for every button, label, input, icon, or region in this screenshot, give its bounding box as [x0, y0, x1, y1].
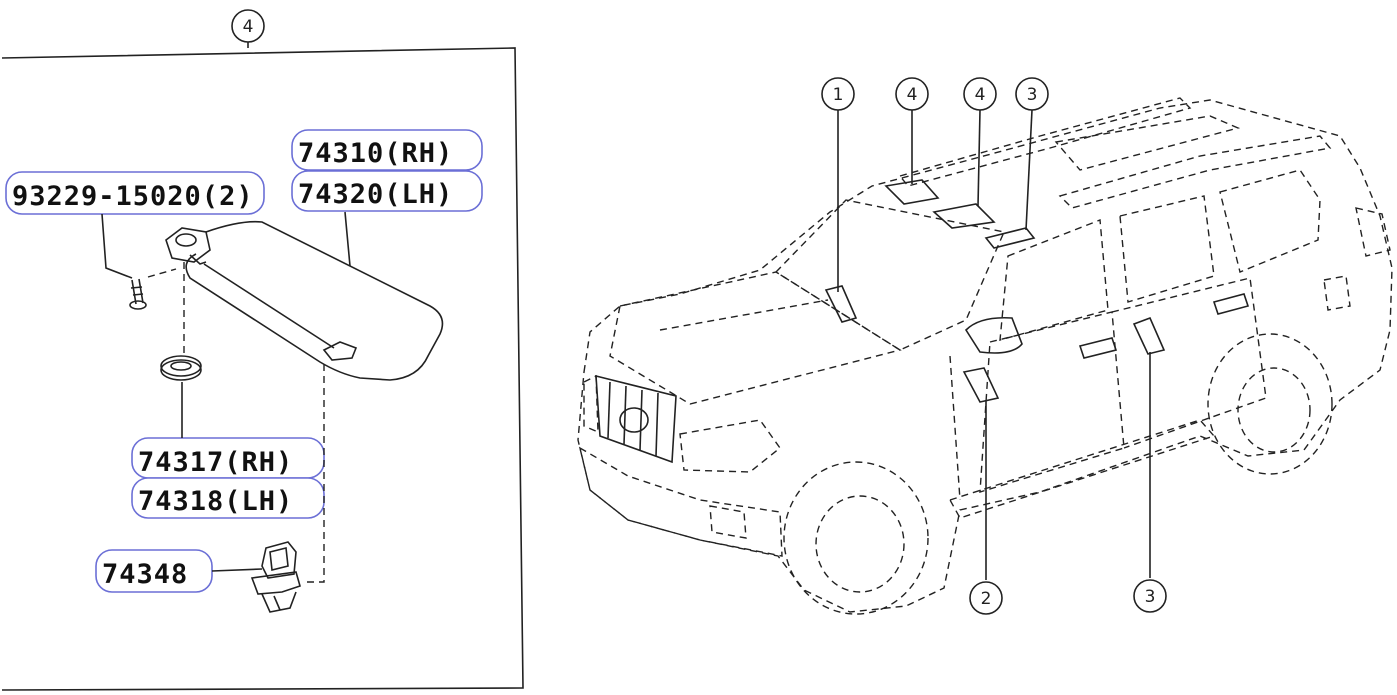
- tail-light: [1355, 207, 1391, 257]
- assembly-line-clip: [306, 364, 325, 583]
- panel-callout-number: 4: [243, 17, 254, 37]
- label-outline-74310: [291, 129, 483, 171]
- callout-number-4b: 4: [975, 85, 986, 105]
- part-number-74320-lh: 74320(LH): [298, 179, 453, 210]
- sun-visor-part-left: [884, 179, 940, 205]
- vehicle-drawing: 1 4 4 3 2 3: [577, 77, 1393, 615]
- grille-emblem: [619, 407, 649, 433]
- center-pillar-trim-part: [1132, 316, 1166, 355]
- rear-wheel: [1207, 333, 1333, 475]
- front-pillar-trim-part: [962, 367, 1000, 403]
- callout-circle-2: [969, 581, 1003, 615]
- visor-hinge-drawing: [165, 227, 211, 265]
- visor-holder-drawing: [160, 355, 202, 381]
- visor-clip-tab: [322, 341, 358, 361]
- front-wheel: [783, 461, 929, 615]
- rear-view-mirror-part: [824, 285, 858, 323]
- leader-clip: [211, 568, 263, 572]
- sun-visor-body: [185, 220, 444, 381]
- part-number-93229-15020: 93229-15020(2): [12, 181, 254, 212]
- leader-screw: [101, 213, 133, 279]
- leader-visor: [344, 211, 351, 267]
- leader-callout-4b: [977, 109, 981, 207]
- front-door-window: [999, 219, 1109, 341]
- callout-circle-3-top: [1015, 77, 1049, 111]
- screw-drawing: [129, 268, 177, 310]
- sun-visor-panel: 4 74310(RH) 74320(LH) 93229-15020(2) 743…: [1, 9, 524, 691]
- visor-clip-drawing: [250, 541, 301, 613]
- fog-light: [709, 505, 747, 539]
- label-outline-93229: [5, 171, 265, 215]
- assist-grip-part: [984, 227, 1036, 249]
- callout-circle-4b: [963, 77, 997, 111]
- rear-door-window: [1119, 195, 1215, 303]
- headlight: [679, 419, 781, 473]
- grille: [595, 374, 677, 464]
- callout-circle-4a: [895, 77, 929, 111]
- roof-rail-left: [898, 97, 1192, 187]
- front-door: [979, 311, 1125, 493]
- part-number-74310-rh: 74310(RH): [298, 138, 453, 169]
- label-outline-74320: [291, 170, 483, 212]
- panel-frame: [1, 47, 524, 691]
- sun-visor-part-right: [932, 203, 996, 229]
- side-step: [948, 419, 1216, 519]
- front-door-handle: [1078, 337, 1118, 359]
- callout-number-1: 1: [833, 85, 844, 105]
- callout-number-3-bottom: 3: [1145, 587, 1156, 607]
- rear-door: [1111, 277, 1267, 449]
- hood: [609, 271, 902, 405]
- callout-number-3-top: 3: [1027, 85, 1038, 105]
- vehicle-outline: [577, 99, 1393, 613]
- quarter-window: [1219, 169, 1321, 273]
- side-mirror: [964, 316, 1023, 354]
- part-number-74318-lh: 74318(LH): [138, 486, 293, 517]
- part-number-74348: 74348: [102, 559, 188, 590]
- front-bumper: [578, 446, 783, 557]
- callout-circle-1: [821, 77, 855, 111]
- callout-number-4a: 4: [907, 85, 918, 105]
- leader-callout-3-top: [1025, 109, 1033, 231]
- rear-door-handle: [1212, 293, 1250, 315]
- part-number-74317-rh: 74317(RH): [138, 447, 293, 478]
- callout-number-2: 2: [981, 589, 992, 609]
- roof-rail-right: [1058, 135, 1332, 209]
- callout-circle-3-bottom: [1133, 579, 1167, 613]
